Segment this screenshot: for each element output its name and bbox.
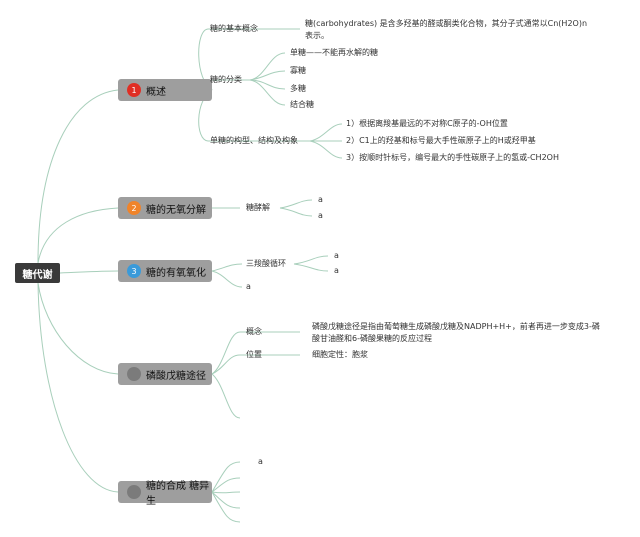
node-structure-item[interactable]: 1）根据离羧基最远的不对称C原子的-OH位置 <box>346 119 508 128</box>
node-concept-text[interactable]: 磷酸戊糖途径是指由葡萄糖生成磷酸戊糖及NADPH+H+，前者再进一步变成3-磷酸… <box>312 322 600 343</box>
branch-synthesis[interactable]: 糖的合成 糖异生 <box>118 481 212 507</box>
branch-pentose[interactable]: 磷酸戊糖途径 <box>118 363 212 385</box>
node-structure[interactable]: 单糖的构型、结构及构象 <box>210 136 298 145</box>
branch-label: 糖的合成 糖异生 <box>146 481 210 507</box>
number-badge-icon: 1 <box>127 83 141 97</box>
branch-label: 概述 <box>146 86 166 98</box>
node-concept[interactable]: 糖的基本概念 <box>210 24 258 33</box>
node-class-item[interactable]: 单糖——不能再水解的糖 <box>290 48 378 57</box>
branch-aerobic[interactable]: 3 糖的有氧氧化 <box>118 260 212 282</box>
branch-label: 磷酸戊糖途径 <box>146 370 206 382</box>
node-location-text[interactable]: 细胞定性：胞浆 <box>312 350 368 359</box>
bullet-icon <box>127 485 141 499</box>
branch-overview[interactable]: 1 概述 <box>118 79 212 101</box>
node-class-item[interactable]: 多糖 <box>290 84 306 93</box>
node-leaf[interactable]: a <box>334 251 339 260</box>
node-leaf[interactable]: a <box>318 195 323 204</box>
node-location[interactable]: 位置 <box>246 350 262 359</box>
branch-anaerobic[interactable]: 2 糖的无氧分解 <box>118 197 212 219</box>
branch-label: 糖的有氧氧化 <box>146 267 206 279</box>
node-structure-item[interactable]: 2）C1上的羟基和标号最大手性碳原子上的H或羟甲基 <box>346 136 536 145</box>
node-structure-item[interactable]: 3）按顺时针标号，编号最大的手性碳原子上的氢或-CH2OH <box>346 153 559 162</box>
node-leaf[interactable]: a <box>318 211 323 220</box>
branch-label: 糖的无氧分解 <box>146 204 206 216</box>
node-leaf[interactable]: a <box>258 457 263 466</box>
node-classification[interactable]: 糖的分类 <box>210 75 242 84</box>
node-leaf[interactable]: a <box>334 266 339 275</box>
root-node[interactable]: 糖代谢 <box>15 263 60 283</box>
node-concept[interactable]: 概念 <box>246 327 262 336</box>
node-tca-cycle[interactable]: 三羧酸循环 <box>246 259 286 268</box>
node-class-item[interactable]: 结合糖 <box>290 100 314 109</box>
node-glycolysis[interactable]: 糖酵解 <box>246 203 270 212</box>
node-concept-text[interactable]: 糖(carbohydrates) 是含多羟基的醛或酮类化合物，其分子式通常以Cn… <box>305 19 588 40</box>
number-badge-icon: 2 <box>127 201 141 215</box>
bullet-icon <box>127 367 141 381</box>
number-badge-icon: 3 <box>127 264 141 278</box>
node-class-item[interactable]: 寡糖 <box>290 66 306 75</box>
node-leaf[interactable]: a <box>246 282 251 291</box>
